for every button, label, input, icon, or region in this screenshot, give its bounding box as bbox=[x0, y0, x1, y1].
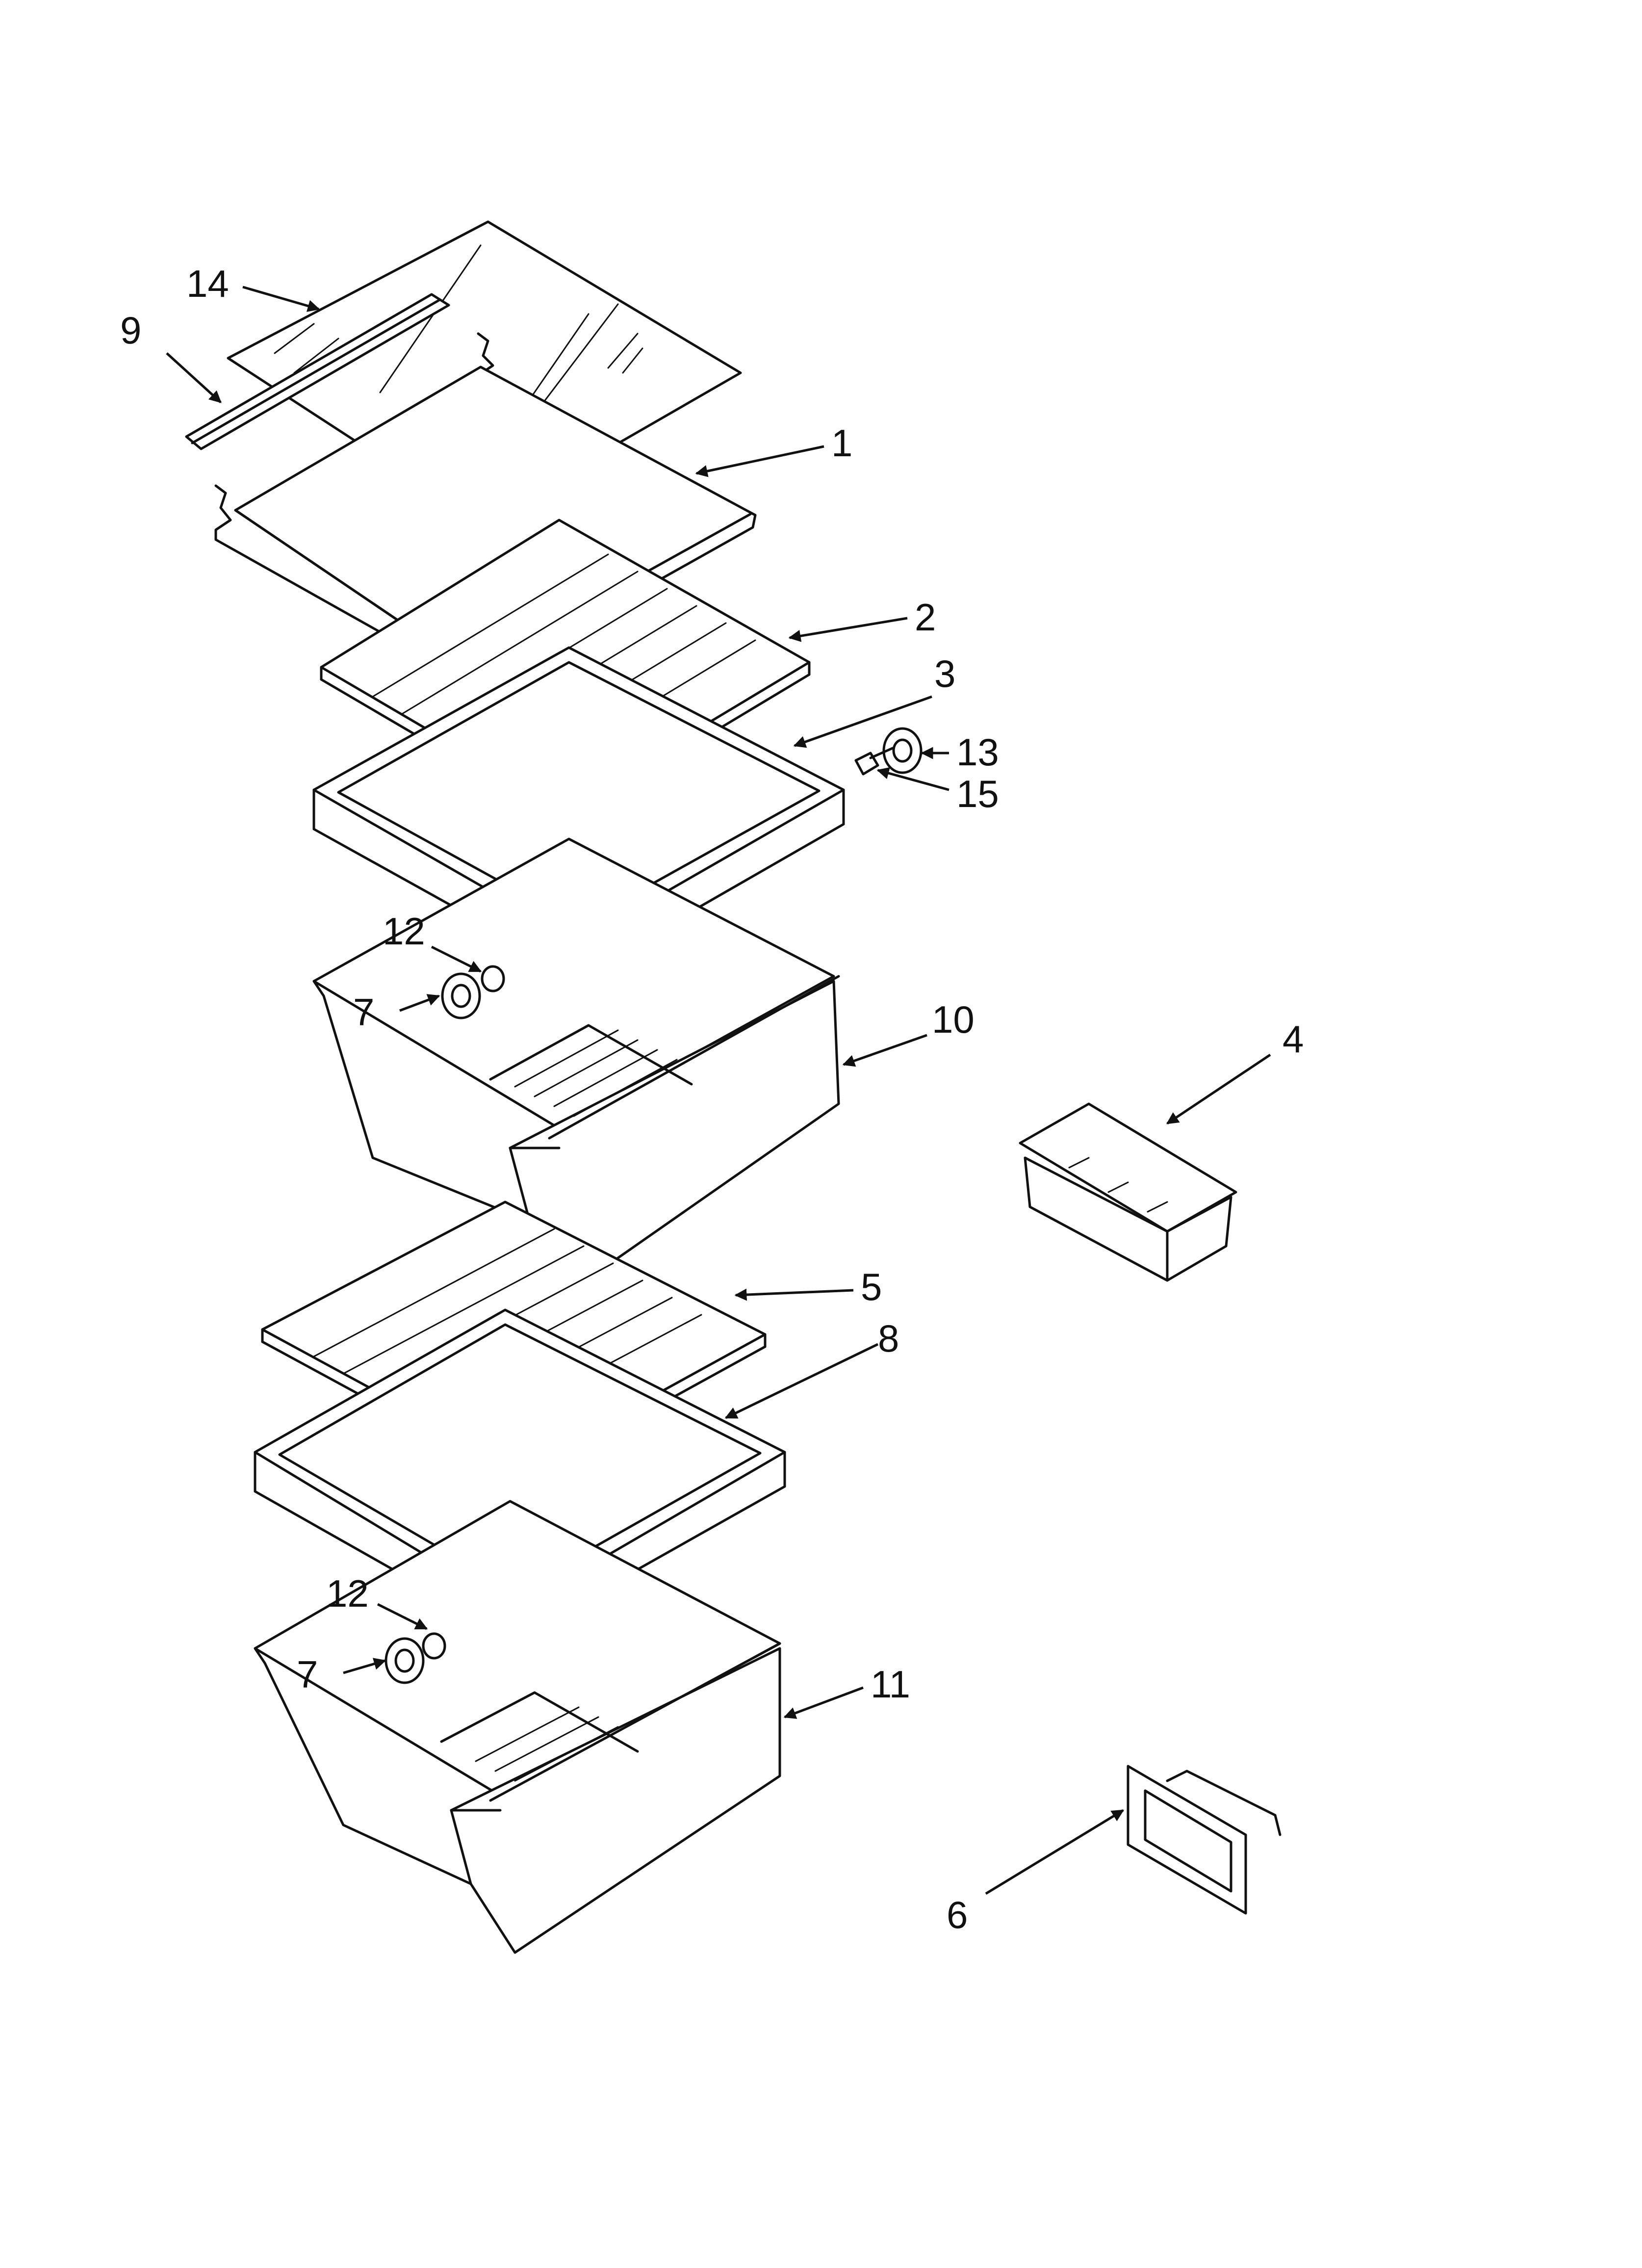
callout-12-upper: 12 bbox=[383, 910, 425, 953]
callout-2: 2 bbox=[915, 596, 936, 639]
callout-4: 4 bbox=[1283, 1017, 1304, 1061]
door-bin-part-4 bbox=[1019, 1102, 1237, 1282]
callout-9: 9 bbox=[120, 309, 141, 352]
callout-7-lower: 7 bbox=[297, 1653, 318, 1696]
callout-7-upper: 7 bbox=[353, 991, 374, 1034]
callout-15: 15 bbox=[956, 772, 999, 815]
crisper-drawer-part-11 bbox=[254, 1500, 781, 1954]
callout-5: 5 bbox=[861, 1265, 882, 1308]
callout-3: 3 bbox=[934, 652, 955, 695]
roller-assembly-lower bbox=[385, 1632, 446, 1684]
roller-assembly-upper bbox=[441, 965, 505, 1019]
callout-6: 6 bbox=[947, 1893, 968, 1936]
crisper-drawer-part-10 bbox=[312, 837, 840, 1287]
leader-lines bbox=[166, 286, 1271, 1895]
roller-part-13 bbox=[882, 727, 923, 774]
callout-10: 10 bbox=[932, 998, 975, 1041]
callout-11: 11 bbox=[871, 1663, 910, 1706]
callout-14: 14 bbox=[186, 262, 229, 305]
callout-1: 1 bbox=[831, 421, 852, 465]
callout-labels: 14 9 1 2 3 13 15 12 7 10 4 5 8 12 7 11 6 bbox=[120, 262, 1304, 1936]
screw-part-15 bbox=[854, 747, 894, 776]
callout-8: 8 bbox=[878, 1317, 899, 1360]
shelf-trim-part-9 bbox=[185, 293, 450, 450]
label-holder-part-6 bbox=[1127, 1765, 1282, 1915]
callout-13: 13 bbox=[956, 730, 999, 774]
callout-12-lower: 12 bbox=[326, 1572, 369, 1615]
